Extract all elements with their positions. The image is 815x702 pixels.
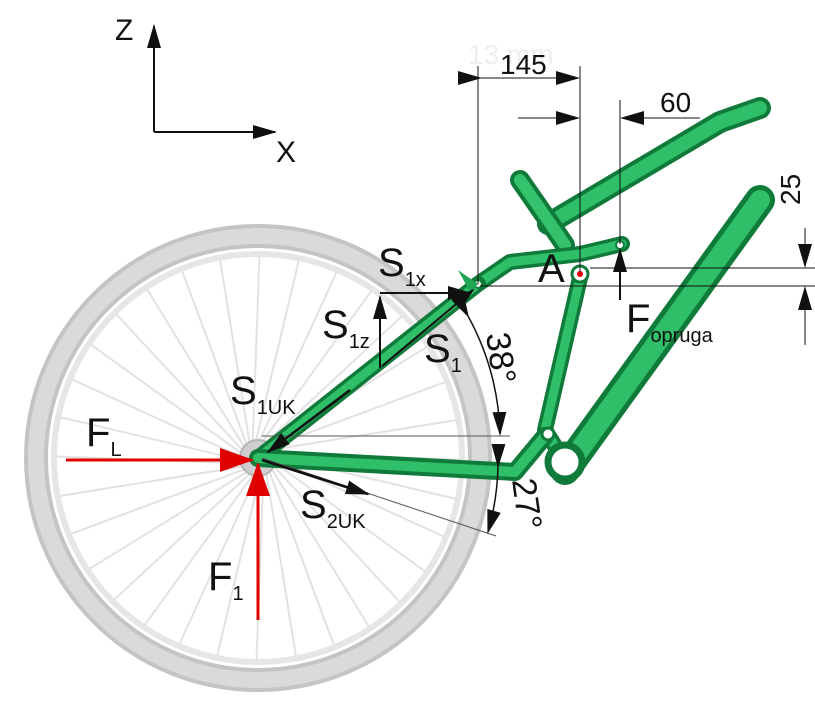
pivot-a-dot [577, 271, 583, 277]
force-s1uk-arrow [266, 389, 351, 454]
angle-27-label: 27° [504, 476, 549, 532]
force-s1x-label: S1x [378, 241, 426, 291]
dimension-lines [261, 66, 815, 537]
spoke [271, 419, 457, 451]
force-s1-arrow [381, 288, 475, 367]
tire-inner [28, 228, 488, 688]
spokes [55, 255, 461, 661]
force-f1-label: F1 [208, 555, 244, 605]
spoke [113, 471, 252, 601]
spoke [261, 290, 373, 444]
spoke [271, 464, 401, 603]
spoke [216, 473, 262, 657]
angle-38-arc [451, 293, 507, 436]
spoke [143, 472, 255, 626]
force-s1-label: S1 [424, 327, 462, 377]
z-axis-label: Z [115, 14, 133, 47]
angle-38-label: 38° [478, 330, 523, 386]
spoke [219, 259, 251, 445]
rim [51, 251, 465, 665]
spoke [181, 270, 249, 447]
spoke [59, 416, 243, 462]
coordinate-axes: Z X [115, 14, 296, 169]
spoke [267, 469, 335, 646]
angle-27-arc [487, 443, 506, 534]
spoke [272, 461, 426, 573]
spoke [254, 259, 300, 443]
faint-dimension-text: 13 mm [468, 39, 554, 70]
spoke [146, 288, 247, 449]
spoke [178, 473, 259, 645]
seat-stay-fin [458, 270, 478, 292]
s2uk-reference [261, 457, 497, 537]
bicycle-frame [249, 97, 775, 485]
spoke [251, 255, 261, 443]
force-fopruga-label: Fopruga [626, 297, 714, 347]
spoke [59, 465, 245, 497]
pivot-bb [540, 426, 556, 442]
spoke [255, 473, 265, 661]
force-fl-label: FL [86, 411, 122, 461]
point-a-label: A [538, 247, 565, 291]
force-s1uk-label: S1UK [230, 369, 296, 419]
spoke [265, 471, 297, 657]
x-axis-label: X [276, 136, 296, 169]
spoke [70, 467, 247, 535]
down-tube-highlight [555, 190, 770, 480]
force-arrows [66, 248, 627, 620]
bottom-bracket [544, 441, 586, 483]
force-s2uk-label: S2UK [300, 483, 366, 533]
force-s2uk-arrow [261, 458, 370, 496]
dim-25-label: 25 [775, 174, 806, 205]
force-s1z-label: S1z [322, 303, 370, 353]
spoke [71, 378, 243, 459]
spoke [88, 469, 249, 570]
spoke [115, 313, 245, 452]
spoke [90, 343, 244, 455]
spoke [269, 467, 370, 628]
dim-60-label: 60 [660, 87, 691, 118]
dim-145-label: 145 [500, 49, 547, 80]
spoke [257, 271, 338, 443]
rear-wheel [24, 224, 492, 692]
